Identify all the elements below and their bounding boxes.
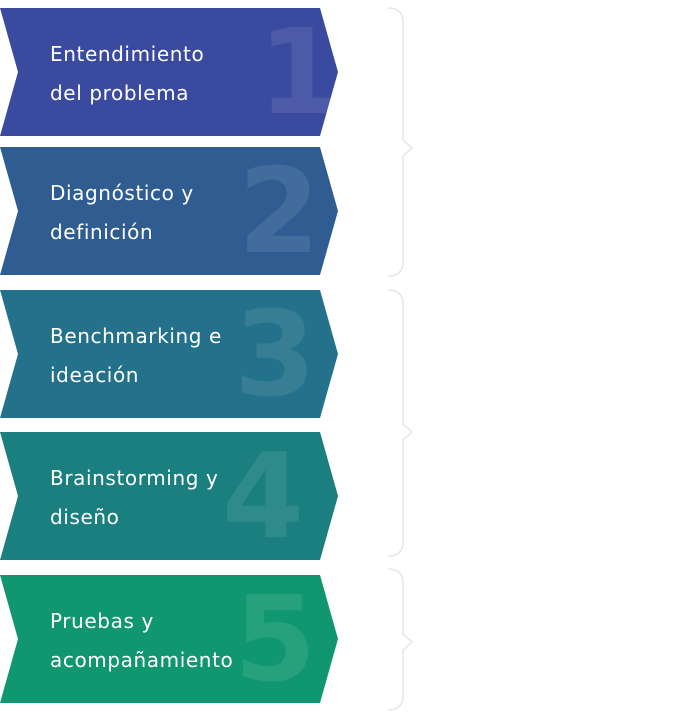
step-2-arrow-shape — [0, 147, 338, 275]
step-3-arrow-shape — [0, 290, 338, 418]
step-4: 4 Brainstorming y diseño — [0, 432, 340, 560]
bracket-group-2 — [387, 289, 414, 557]
step-1-number: 1 — [258, 3, 340, 141]
step-1-label: Entendimiento del problema — [50, 42, 205, 105]
step-3: 3 Benchmarking e ideación — [0, 290, 340, 418]
step-4-number: 4 — [222, 427, 304, 565]
step-1: 1 Entendimiento del problema — [0, 8, 340, 136]
step-4-arrow-shape — [0, 432, 338, 560]
step-3-label: Benchmarking e ideación — [50, 324, 222, 387]
step-5-arrow-shape — [0, 575, 338, 703]
bracket-group-1 — [387, 7, 414, 277]
step-5: 5 Pruebas y acompañamiento — [0, 575, 340, 703]
step-2-label: Diagnóstico y definición — [50, 181, 194, 244]
step-2: 2 Diagnóstico y definición — [0, 147, 340, 275]
step-5-label: Pruebas y acompañamiento — [50, 609, 234, 672]
step-3-number: 3 — [234, 285, 316, 423]
step-2-number: 2 — [238, 142, 320, 280]
step-1-arrow-shape — [0, 8, 338, 136]
bracket-group-3 — [387, 568, 414, 711]
step-5-number: 5 — [234, 570, 316, 708]
step-4-label: Brainstorming y diseño — [50, 466, 219, 529]
